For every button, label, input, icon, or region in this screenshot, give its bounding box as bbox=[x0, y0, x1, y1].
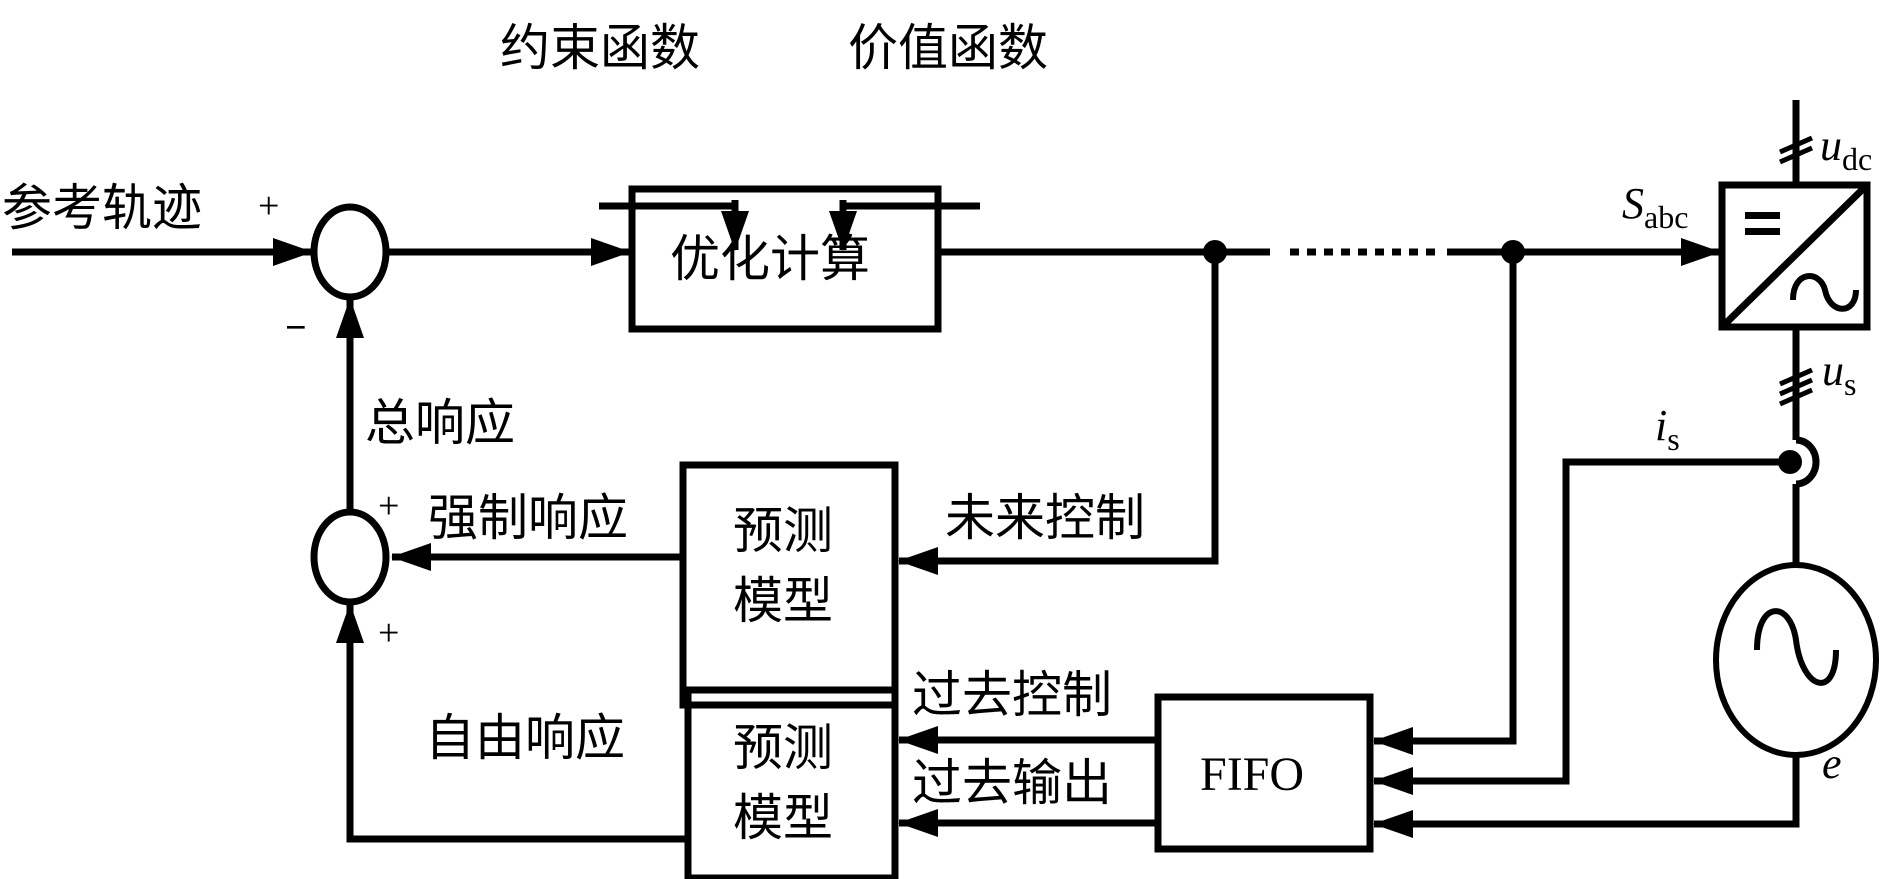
future-control-line bbox=[898, 252, 1219, 575]
ac-voltage-source bbox=[1713, 562, 1879, 758]
is-label: is bbox=[1655, 401, 1680, 457]
optimizer-block bbox=[628, 185, 942, 333]
sum-top-minus: − bbox=[285, 307, 307, 349]
current-sensor-hop bbox=[1795, 436, 1820, 488]
fifo-label: FIFO bbox=[1200, 748, 1304, 801]
past-output-label: 过去输出 bbox=[912, 754, 1112, 812]
past-control-label: 过去控制 bbox=[912, 666, 1112, 724]
sum-bottom-plus-top: + bbox=[378, 485, 399, 527]
sum-junction-top bbox=[310, 203, 390, 301]
forced-response-label: 强制响应 bbox=[428, 489, 628, 547]
prediction-model-forced-line2: 模型 bbox=[733, 572, 833, 630]
sum-top-plus: + bbox=[258, 185, 279, 227]
converter-block bbox=[1718, 181, 1871, 331]
dc-symbol bbox=[1745, 212, 1780, 235]
current-sensor-dot bbox=[1778, 450, 1802, 474]
constraint-input-line bbox=[599, 200, 749, 251]
sabc-to-fifo-line bbox=[1373, 252, 1517, 755]
sine-wave-icon bbox=[1754, 608, 1839, 686]
sum-junction-bottom bbox=[310, 508, 390, 606]
prediction-model-forced-line1: 预测 bbox=[733, 502, 833, 560]
junction-dot-2 bbox=[1501, 240, 1525, 264]
sabc-label: Sabc bbox=[1622, 179, 1688, 235]
udc-label: udc bbox=[1820, 121, 1872, 177]
reference-label: 参考轨迹 bbox=[2, 179, 202, 237]
is-to-fifo-line bbox=[1373, 458, 1790, 795]
prediction-model-free-block bbox=[684, 686, 899, 879]
free-response-label: 自由响应 bbox=[425, 709, 625, 767]
optimizer-label: 优化计算 bbox=[670, 230, 870, 288]
us-label: us bbox=[1822, 346, 1856, 402]
cost-input-line bbox=[829, 200, 980, 251]
future-control-label: 未来控制 bbox=[945, 489, 1145, 547]
constraint-function-label: 约束函数 bbox=[500, 19, 700, 77]
dc-bus-phase-marks bbox=[1778, 135, 1814, 165]
e-to-fifo-line bbox=[1373, 755, 1800, 838]
cost-function-label: 价值函数 bbox=[848, 19, 1048, 77]
converter-diagonal bbox=[1719, 182, 1870, 330]
free-response-line bbox=[336, 603, 688, 843]
prediction-model-forced-block bbox=[679, 461, 899, 709]
ac-phase-marks bbox=[1778, 367, 1814, 407]
ac-symbol bbox=[1790, 273, 1859, 312]
total-response-label: 总响应 bbox=[365, 394, 515, 452]
fifo-block bbox=[1154, 693, 1374, 853]
prediction-model-free-line1: 预测 bbox=[733, 719, 833, 777]
junction-dot-1 bbox=[1203, 240, 1227, 264]
e-label: e bbox=[1822, 739, 1842, 788]
sum-bottom-plus-bottom: + bbox=[378, 612, 399, 654]
prediction-model-free-line2: 模型 bbox=[733, 789, 833, 847]
